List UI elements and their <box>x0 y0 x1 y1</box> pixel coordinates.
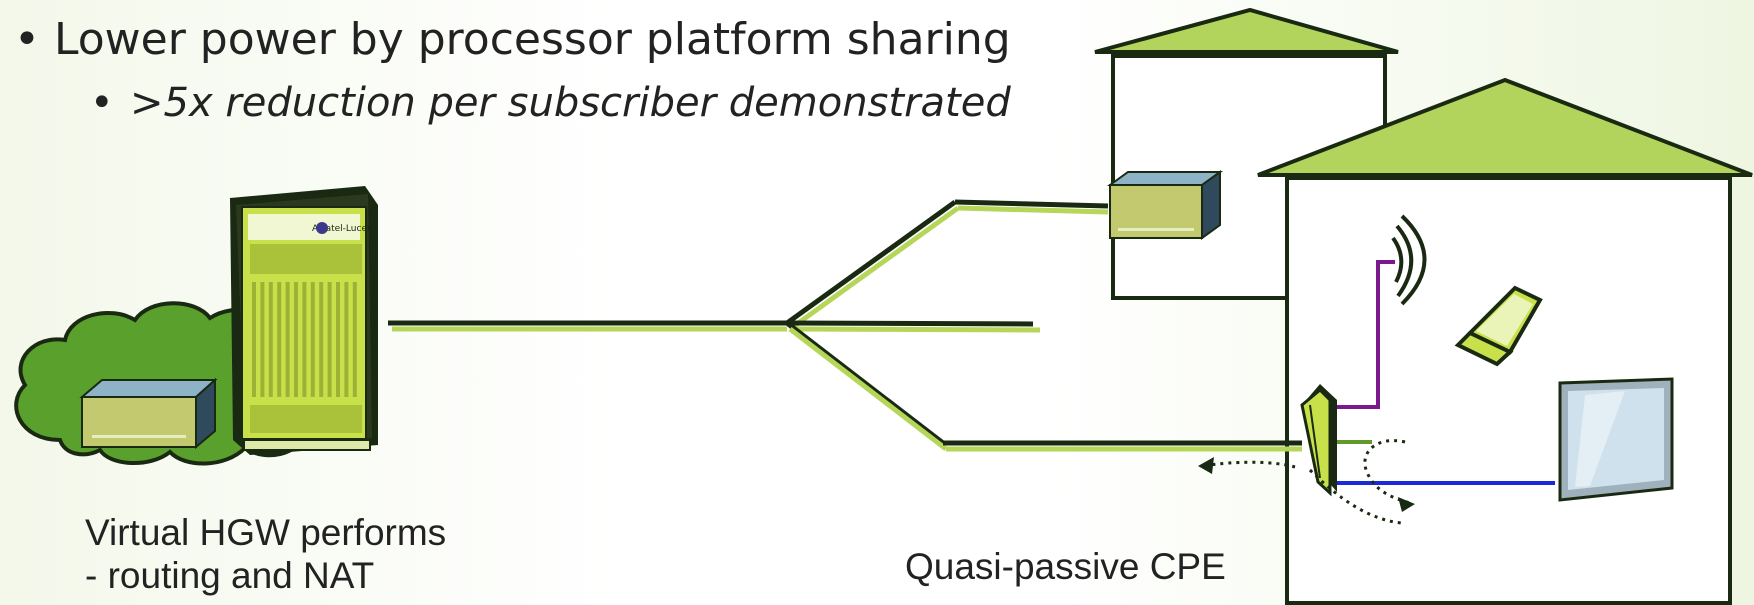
rack-slot <box>302 282 307 397</box>
tv-monitor-icon <box>1558 377 1674 502</box>
home-wiring <box>1333 260 1555 485</box>
rack-slot <box>268 282 273 397</box>
wifi-antenna-icon <box>1391 214 1427 306</box>
cpe-caption: Quasi-passive CPE <box>905 546 1226 587</box>
rack-slot <box>252 282 256 397</box>
bullet-dot: • <box>14 14 40 65</box>
power-flow-arrows <box>1198 439 1415 525</box>
gateway-box-icon <box>1106 170 1224 240</box>
vhgw-caption-line2: - routing and NAT <box>85 555 375 596</box>
rack-slot <box>294 282 298 397</box>
server-logo: Alcatel-Lucent <box>312 224 377 234</box>
rack-slot <box>260 282 265 397</box>
vhgw-caption-line1: Virtual HGW performs <box>85 512 447 553</box>
laptop-icon <box>1454 285 1543 367</box>
rack-slot <box>285 282 290 397</box>
bullet-dot: • <box>90 80 114 126</box>
rack-slot <box>336 282 340 397</box>
bullet-level2: • >5x reduction per subscriber demonstrat… <box>90 80 1011 126</box>
bullet-level1: • Lower power by processor platform shari… <box>14 14 1011 65</box>
cpe-splitter-icon <box>1300 384 1337 497</box>
bullet-level2-text: >5x reduction per subscriber demonstrate… <box>130 80 1011 126</box>
logo-icon <box>316 222 328 234</box>
gateway-box-icon <box>79 377 218 450</box>
bullet-level1-text: Lower power by processor platform sharin… <box>54 14 1011 65</box>
rack-slot <box>352 282 357 397</box>
fiber-lines <box>388 199 1302 452</box>
rack-slot <box>319 282 324 397</box>
rack-slot <box>327 282 332 397</box>
rack-slots <box>252 282 357 397</box>
rack-slot <box>277 282 282 397</box>
vhgw-caption: Virtual HGW performs - routing and NAT <box>85 511 446 597</box>
server-rack-icon: Alcatel-Lucent <box>230 186 378 455</box>
rack-slot <box>310 282 315 397</box>
rack-slot <box>344 282 349 397</box>
